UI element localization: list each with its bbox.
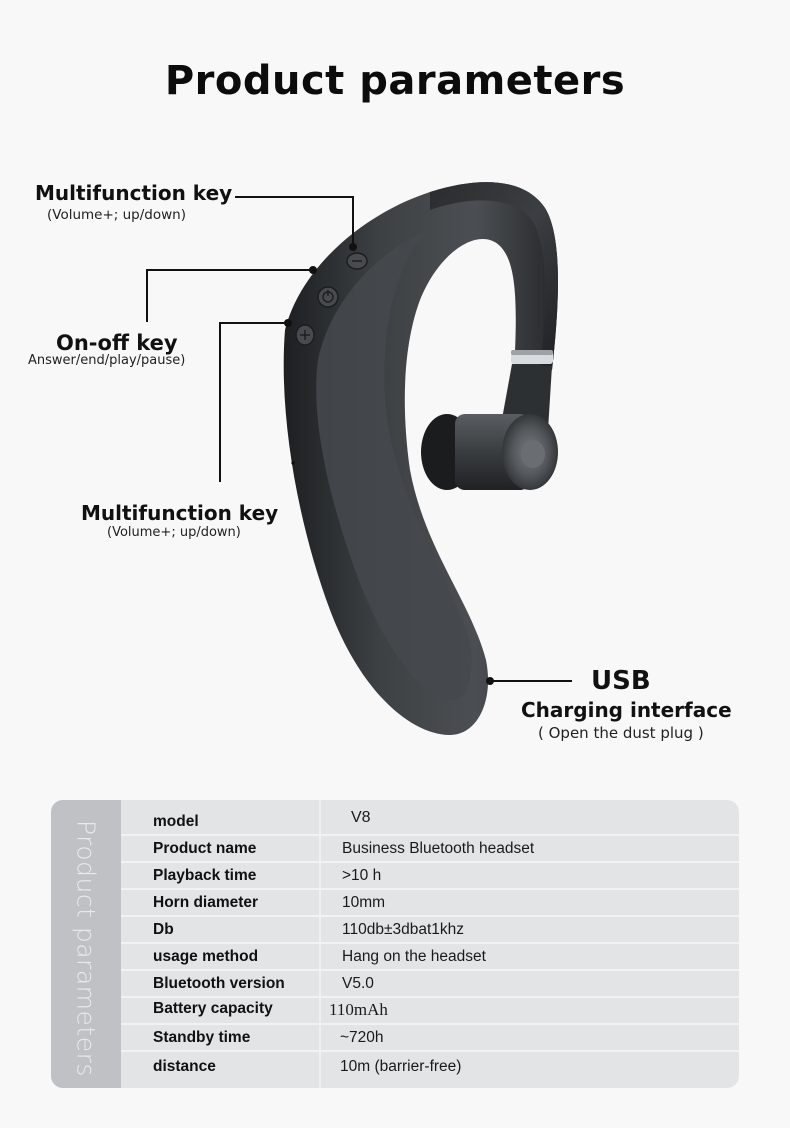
spec-value: 10mm — [342, 894, 386, 911]
leader-line — [352, 196, 354, 246]
callout-usb-subtitle: Charging interface — [521, 698, 732, 722]
spec-label: Standby time — [153, 1029, 251, 1046]
spec-value: V8 — [351, 809, 371, 826]
spec-row-distance: distance 10m (barrier-free) — [121, 1052, 739, 1079]
column-divider — [319, 800, 321, 1088]
spec-table-side-label: Product parameters — [71, 820, 101, 1077]
spec-row-model: model V8 — [121, 804, 739, 836]
spec-label: model — [153, 813, 199, 830]
callout-multifunction-top-title: Multifunction key — [35, 181, 233, 205]
spec-value: 10m (barrier-free) — [340, 1058, 462, 1075]
leader-line — [219, 322, 221, 482]
spec-row-standby-time: Standby time ~720h — [121, 1025, 739, 1052]
callout-multifunction-bottom-title: Multifunction key — [81, 501, 279, 525]
callout-usb-note: ( Open the dust plug ) — [538, 724, 704, 742]
spec-label: usage method — [153, 948, 259, 965]
callout-multifunction-bottom-subtitle: (Volume+; up/down) — [107, 525, 241, 540]
volume-up-button — [295, 324, 315, 346]
spec-value: Hang on the headset — [342, 948, 486, 965]
spec-value: Business Bluetooth headset — [342, 840, 535, 857]
spec-table: Product parameters model V8 Product name… — [51, 800, 739, 1088]
spec-value: V5.0 — [342, 975, 374, 992]
spec-row-playback-time: Playback time >10 h — [121, 863, 739, 890]
callout-on-off-subtitle: Answer/end/play/pause) — [28, 353, 186, 368]
callout-multifunction-top-subtitle: (Volume+; up/down) — [47, 207, 186, 223]
spec-label: distance — [153, 1058, 216, 1075]
spec-value: 110db±3dbat1khz — [342, 921, 464, 938]
spec-value: ~720h — [340, 1029, 384, 1046]
spec-row-usage-method: usage method Hang on the headset — [121, 944, 739, 971]
spec-row-db: Db 110db±3dbat1khz — [121, 917, 739, 944]
spec-value: >10 h — [342, 867, 382, 884]
leader-dot — [309, 266, 317, 274]
bluetooth-headset-illustration — [283, 182, 558, 735]
spec-label: Playback time — [153, 867, 257, 884]
spec-label: Horn diameter — [153, 894, 259, 911]
spec-row-battery-capacity: Battery capacity 110mAh — [121, 998, 739, 1025]
spec-table-side-panel: Product parameters — [51, 800, 121, 1088]
spec-label: Db — [153, 921, 174, 938]
power-button — [317, 286, 339, 308]
spec-value: 110mAh — [329, 1000, 388, 1019]
leader-dot — [284, 319, 292, 327]
leader-line — [146, 269, 148, 322]
leader-line — [490, 680, 572, 682]
leader-line — [235, 196, 354, 198]
leader-line — [219, 322, 289, 324]
spec-label: Bluetooth version — [153, 975, 285, 992]
spec-label: Battery capacity — [153, 1000, 273, 1017]
spec-label: Product name — [153, 840, 257, 857]
callout-usb-title: USB — [591, 666, 651, 696]
leader-line — [146, 269, 314, 271]
callout-on-off-title: On-off key — [56, 331, 178, 355]
leader-dot — [349, 243, 357, 251]
volume-down-button — [346, 252, 368, 270]
spec-row-product-name: Product name Business Bluetooth headset — [121, 836, 739, 863]
spec-row-bluetooth-version: Bluetooth version V5.0 — [121, 971, 739, 998]
page-title: Product parameters — [164, 58, 626, 104]
spec-row-horn-diameter: Horn diameter 10mm — [121, 890, 739, 917]
